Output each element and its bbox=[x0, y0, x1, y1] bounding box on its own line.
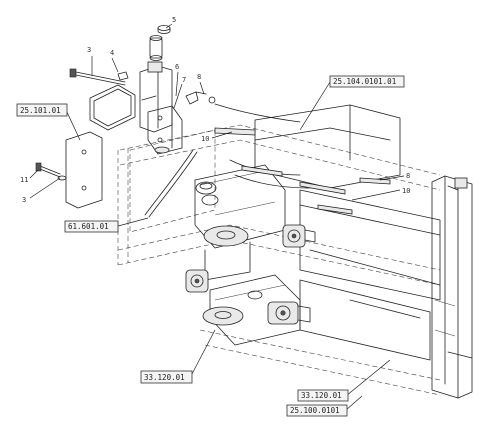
mounting-plate-long bbox=[65, 131, 103, 209]
item-number-6: 6 bbox=[175, 63, 179, 71]
item-number-11: 11 bbox=[20, 176, 28, 184]
cap-disk bbox=[157, 25, 171, 34]
item-number-4: 4 bbox=[110, 49, 114, 57]
ref-box-bottom-center[interactable]: 33.120.01 bbox=[140, 329, 216, 384]
mount-post bbox=[139, 61, 173, 133]
shim-strips bbox=[214, 127, 391, 215]
ref-box-bottom-right-1[interactable]: 33.120.01 bbox=[297, 359, 391, 402]
ref-box-top-right[interactable]: 25.104.0101.01 bbox=[299, 75, 405, 131]
item-number-7: 7 bbox=[182, 76, 186, 84]
elbow-fitting bbox=[185, 91, 216, 105]
svg-text:25.104.0101.01: 25.104.0101.01 bbox=[333, 77, 396, 86]
sleeve-bushing bbox=[149, 35, 163, 61]
right-upright-column bbox=[431, 175, 473, 399]
round-pad bbox=[195, 181, 217, 195]
ref-box-left-mid[interactable]: 61.601.01 bbox=[64, 217, 149, 233]
svg-text:25.100.0101: 25.100.0101 bbox=[290, 406, 340, 415]
screw-left bbox=[35, 162, 61, 178]
washer-left bbox=[57, 175, 67, 181]
item-callouts: 3 4 5 6 7 8 10 11 3 8 10 bbox=[20, 16, 410, 204]
item-number-8-right: 8 bbox=[406, 172, 410, 180]
item-number-10: 10 bbox=[201, 135, 209, 143]
bracket-plate bbox=[147, 105, 183, 155]
lower-axle-assembly bbox=[202, 274, 301, 346]
svg-text:61.601.01: 61.601.01 bbox=[68, 222, 109, 231]
svg-text:33.120.01: 33.120.01 bbox=[144, 373, 185, 382]
item-number-5: 5 bbox=[172, 16, 176, 24]
cover-plate-square bbox=[89, 84, 136, 131]
svg-text:33.120.01: 33.120.01 bbox=[301, 391, 342, 400]
item-number-3: 3 bbox=[87, 46, 91, 54]
hydraulic-motor-upper bbox=[282, 224, 316, 248]
ref-box-bottom-right-2[interactable]: 25.100.0101 bbox=[286, 395, 363, 417]
item-number-10-right: 10 bbox=[402, 187, 410, 195]
hydraulic-motor-left bbox=[185, 269, 209, 293]
hydraulic-motor-lower bbox=[267, 301, 311, 325]
ref-box-plate-group[interactable]: 25.101.01 bbox=[16, 103, 81, 141]
left-ghost-plate bbox=[129, 129, 216, 233]
hydraulic-hoses bbox=[144, 103, 311, 218]
long-bolt bbox=[69, 68, 126, 86]
item-number-3-lower: 3 bbox=[22, 196, 26, 204]
frame-ghost-outline bbox=[117, 124, 441, 396]
svg-text:25.101.01: 25.101.01 bbox=[20, 106, 61, 115]
nut-small bbox=[117, 71, 129, 81]
item-number-8: 8 bbox=[197, 73, 201, 81]
